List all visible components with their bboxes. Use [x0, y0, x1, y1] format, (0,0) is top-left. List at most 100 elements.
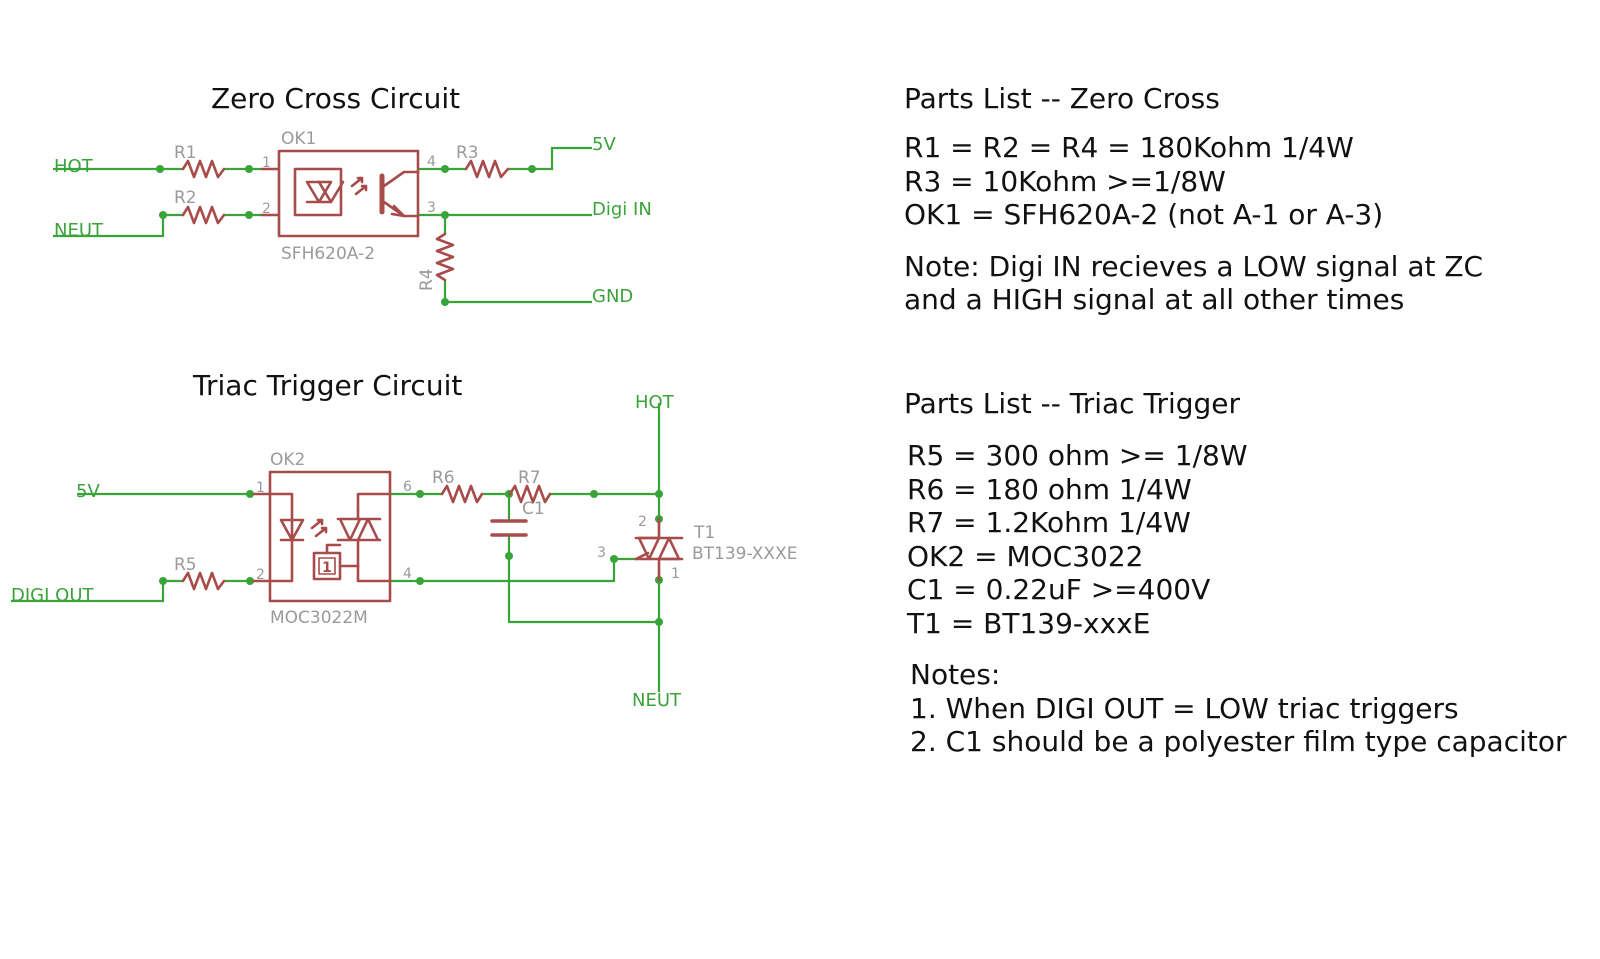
parts-list-note: Note: Digi IN recieves a LOW signal at Z… — [904, 249, 1484, 283]
junction-dot — [528, 165, 536, 173]
ref-r7: R7 — [518, 468, 541, 488]
ok2-pin-6: 6 — [403, 479, 412, 495]
capacitor-c1 — [490, 519, 528, 537]
net-label-5v: 5V — [592, 134, 616, 155]
ok2-pin-1: 1 — [256, 480, 265, 496]
junction-dot — [441, 298, 449, 306]
parts-list-zero-cross: Parts List -- Zero Cross R1 = R2 = R4 = … — [904, 82, 1483, 317]
t1-body — [637, 536, 681, 561]
triac-trigger-circuit: Triac Trigger Circuit — [11, 369, 797, 711]
c1-bottom-lead — [507, 535, 659, 624]
junction-dot — [505, 552, 513, 560]
junction-dot — [655, 618, 663, 626]
ok1-led-up — [317, 180, 345, 204]
parts-list-item: R7 = 1.2Kohm 1/4W — [907, 506, 1191, 539]
junction-dot — [159, 577, 167, 585]
ok1-pin-4: 4 — [427, 154, 436, 170]
parts-list-item: R5 = 300 ohm >= 1/8W — [907, 439, 1248, 472]
junction-dot — [156, 165, 164, 173]
junction-dot — [441, 211, 449, 219]
junction-dot — [245, 211, 253, 219]
r3-to-5v — [508, 146, 592, 171]
parts-list-item: OK1 = SFH620A-2 (not A-1 or A-3) — [904, 198, 1384, 231]
gnd-wire — [443, 280, 592, 304]
parts-list-note: and a HIGH signal at all other times — [904, 283, 1405, 316]
junction-dot — [655, 490, 663, 498]
zero-cross-wires — [53, 146, 592, 306]
triac-t1: T1 BT139-XXXE 2 3 1 — [597, 514, 797, 582]
parts-list-item: C1 = 0.22uF >=400V — [907, 573, 1211, 606]
resistor-r7 — [508, 484, 552, 504]
parts-list-item: T1 = BT139-xxxE — [907, 606, 1151, 640]
ref-ok1: OK1 — [281, 129, 316, 149]
net-label-neut: NEUT — [632, 690, 682, 711]
zero-cross-title: Zero Cross Circuit — [211, 82, 460, 115]
t1-value: BT139-XXXE — [692, 544, 797, 564]
ok2-led-frame — [268, 492, 294, 583]
neut-wire — [53, 213, 183, 238]
ok2-diac — [336, 517, 382, 542]
gate-wire — [390, 557, 636, 583]
junction-dot — [610, 555, 618, 563]
ref-t1: T1 — [693, 523, 715, 543]
resistor-r1 — [181, 159, 226, 179]
ref-c1: C1 — [522, 499, 545, 519]
net-label-neut: NEUT — [54, 220, 104, 241]
ok2-driver-inner — [318, 557, 336, 575]
ok2-value: MOC3022M — [270, 608, 368, 628]
optocoupler-ok1: OK1 SFH620A-2 1 2 4 3 — [260, 129, 436, 264]
ok1-pin-2: 2 — [262, 201, 271, 217]
ref-r6: R6 — [432, 468, 455, 488]
parts-list-heading: Parts List -- Triac Trigger — [904, 387, 1241, 420]
t1-gate — [634, 551, 650, 561]
parts-list-item: R1 = R2 = R4 = 180Kohm 1/4W — [904, 131, 1354, 164]
ref-r5: R5 — [174, 555, 197, 575]
ok2-input-leads — [252, 492, 272, 583]
triac-title: Triac Trigger Circuit — [192, 369, 462, 402]
ok1-pin-3: 3 — [427, 200, 436, 216]
junction-dot — [246, 490, 254, 498]
ref-ok2: OK2 — [270, 450, 305, 470]
net-label-gnd: GND — [592, 286, 633, 307]
parts-list-item: R6 = 180 ohm 1/4W — [907, 472, 1192, 506]
zero-cross-circuit: Zero Cross Circuit HOT NEUT 5V Digi — [53, 82, 652, 307]
ok2-driver-leads — [325, 543, 360, 568]
resistor-r6 — [440, 484, 484, 504]
ok2-output-leads — [356, 492, 392, 583]
net-label-hot: HOT — [635, 392, 675, 413]
t1-pin-3: 3 — [597, 545, 606, 561]
junction-dot — [590, 490, 598, 498]
ok2-driver-glyph: 1 — [322, 560, 332, 576]
triac-wires — [11, 403, 663, 692]
ok1-emitter-arrow — [390, 204, 406, 218]
ok2-pin-4: 4 — [403, 566, 412, 582]
net-label-digi-in: Digi IN — [592, 199, 652, 220]
ok2-emission-arrows — [310, 518, 328, 538]
net-label-hot: HOT — [54, 156, 94, 177]
ok1-emission-arrows — [350, 176, 368, 196]
t1-pin-1: 1 — [671, 566, 680, 582]
parts-list-notes-heading: Notes: — [910, 658, 1001, 691]
ok2-pin-2: 2 — [256, 567, 265, 583]
net-label-5v: 5V — [76, 481, 100, 502]
digi-out-wire — [11, 579, 183, 603]
ok1-led-frame — [293, 167, 343, 217]
junction-dot — [441, 165, 449, 173]
junction-dot — [246, 577, 254, 585]
resistor-r4 — [435, 232, 455, 282]
resistor-r2 — [181, 205, 226, 225]
parts-list-item: OK2 = MOC3022 — [907, 539, 1144, 573]
parts-list-triac: Parts List -- Triac Trigger R5 = 300 ohm… — [904, 387, 1567, 759]
parts-list-note: 1. When DIGI OUT = LOW triac triggers — [910, 691, 1459, 725]
junction-dot — [416, 577, 424, 585]
ref-r3: R3 — [456, 143, 479, 163]
junction-dot — [416, 490, 424, 498]
parts-list-item: R3 = 10Kohm >=1/8W — [904, 164, 1226, 198]
parts-list-note: 2. C1 should be a polyester film type ca… — [910, 725, 1567, 758]
ok1-value: SFH620A-2 — [281, 244, 375, 264]
t1-pin-2: 2 — [638, 514, 647, 530]
parts-list-heading: Parts List -- Zero Cross — [904, 82, 1220, 115]
junction-dot — [245, 165, 253, 173]
ok2-led — [279, 518, 305, 542]
